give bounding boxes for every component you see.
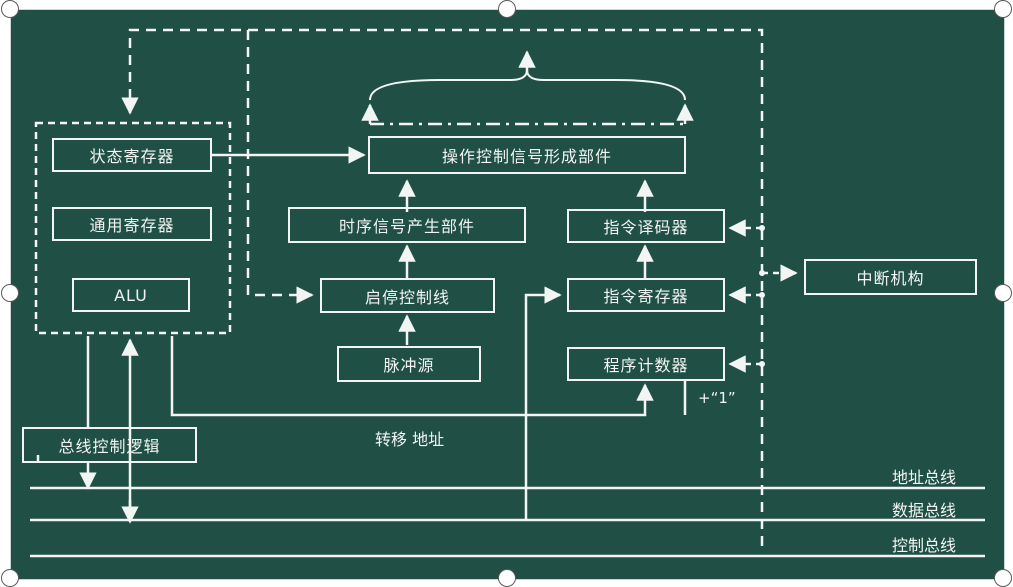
decoder-box: 指令译码器 xyxy=(567,209,725,243)
resize-handle-bottom-right[interactable] xyxy=(994,569,1012,587)
address-bus-label: 地址总线 xyxy=(892,468,957,487)
control-bus-label: 控制总线 xyxy=(892,536,957,555)
alu-box: ALU xyxy=(72,278,190,312)
general-register-box: 通用寄存器 xyxy=(52,207,212,241)
feedback-dashed-path xyxy=(121,28,764,546)
data-bus-label: 数据总线 xyxy=(892,501,957,520)
resize-handle-bottom-left[interactable] xyxy=(1,569,19,587)
op-control-box: 操作控制信号形成部件 xyxy=(368,136,686,174)
transfer-address-label: 转移 地址 xyxy=(375,430,445,449)
bus-control-box: 总线控制逻辑 xyxy=(22,427,197,463)
plus-one-label: +“1” xyxy=(698,389,736,407)
startstop-dashed-path xyxy=(246,30,314,304)
startstop-box: 启停控制线 xyxy=(320,278,495,313)
resize-handle-left[interactable] xyxy=(1,284,19,302)
resize-handle-bottom[interactable] xyxy=(498,569,516,587)
pulse-source-box: 脉冲源 xyxy=(337,346,481,382)
resize-handle-right[interactable] xyxy=(994,284,1012,302)
register-group-outline xyxy=(34,121,232,335)
instruction-register-box: 指令寄存器 xyxy=(567,278,725,312)
program-counter-box: 程序计数器 xyxy=(567,347,725,381)
status-register-box: 状态寄存器 xyxy=(52,138,212,172)
resize-handle-top-right[interactable] xyxy=(994,0,1012,18)
resize-handle-top[interactable] xyxy=(498,0,516,18)
resize-handle-top-left[interactable] xyxy=(1,0,19,18)
interrupt-box: 中断机构 xyxy=(804,259,977,295)
timing-unit-box: 时序信号产生部件 xyxy=(288,207,526,243)
